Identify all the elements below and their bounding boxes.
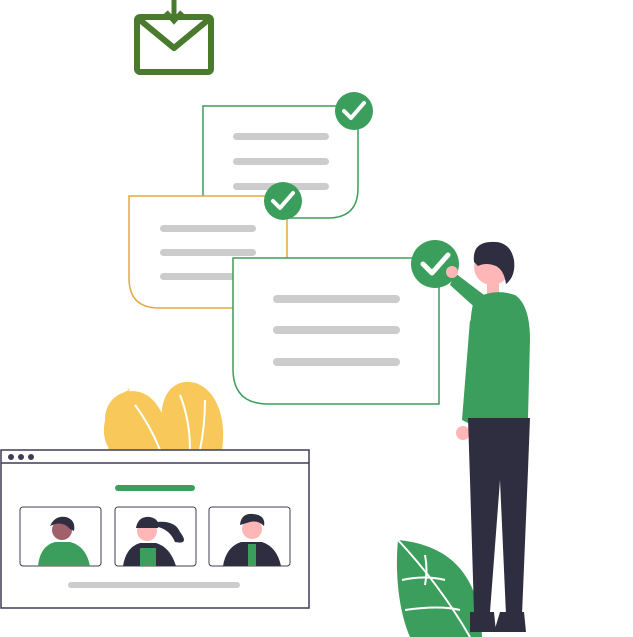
green-leaf-plant-icon bbox=[396, 539, 482, 637]
participant-tile bbox=[208, 506, 291, 567]
video-call-window bbox=[0, 449, 310, 609]
checkmark-icon bbox=[264, 182, 302, 220]
mail-download-icon bbox=[134, 0, 214, 75]
person-figure bbox=[446, 241, 530, 632]
task-card-back bbox=[202, 105, 359, 219]
participant-tile bbox=[114, 506, 197, 567]
yellow-leaf-plant-icon bbox=[103, 381, 224, 451]
participant-tile bbox=[19, 506, 102, 567]
checkmark-icon bbox=[411, 240, 459, 288]
window-control-dots-icon bbox=[8, 454, 34, 460]
checkmark-icon bbox=[335, 92, 373, 130]
task-card-front bbox=[232, 257, 440, 405]
